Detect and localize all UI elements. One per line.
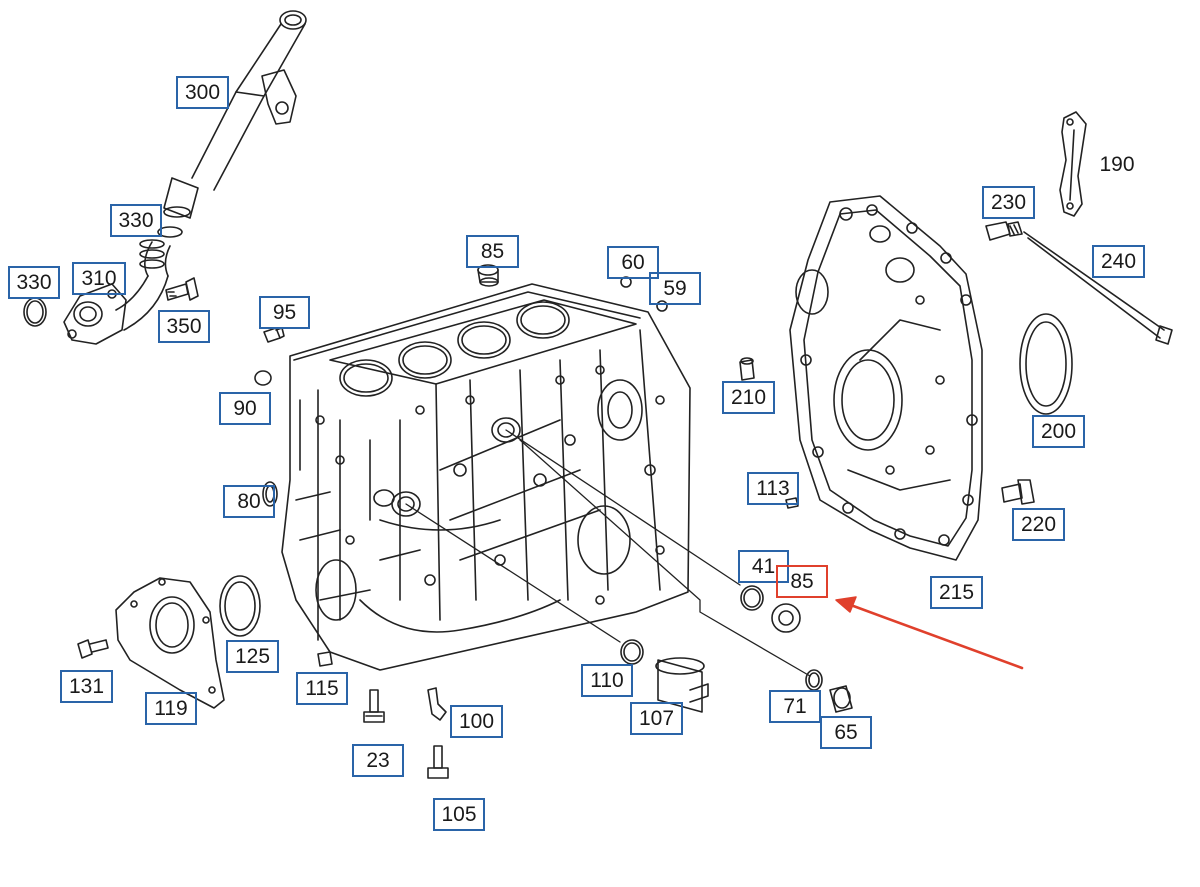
label-23[interactable]: 23 bbox=[352, 744, 404, 777]
label-310[interactable]: 310 bbox=[72, 262, 126, 295]
highlight-arrow bbox=[835, 596, 1024, 670]
label-215[interactable]: 215 bbox=[930, 576, 983, 609]
label-330-upper[interactable]: 330 bbox=[110, 204, 162, 237]
label-71[interactable]: 71 bbox=[769, 690, 821, 723]
label-330-left[interactable]: 330 bbox=[8, 266, 60, 299]
label-220[interactable]: 220 bbox=[1012, 508, 1065, 541]
label-110[interactable]: 110 bbox=[581, 664, 633, 697]
label-95[interactable]: 95 bbox=[259, 296, 310, 329]
label-59[interactable]: 59 bbox=[649, 272, 701, 305]
label-125[interactable]: 125 bbox=[226, 640, 279, 673]
label-200[interactable]: 200 bbox=[1032, 415, 1085, 448]
label-60[interactable]: 60 bbox=[607, 246, 659, 279]
label-107[interactable]: 107 bbox=[630, 702, 683, 735]
small-parts bbox=[254, 264, 853, 779]
label-119[interactable]: 119 bbox=[145, 692, 197, 725]
label-210[interactable]: 210 bbox=[722, 381, 775, 414]
label-131[interactable]: 131 bbox=[60, 670, 113, 703]
label-85-highlighted[interactable]: 85 bbox=[776, 565, 828, 598]
engine-block bbox=[281, 283, 691, 671]
label-100[interactable]: 100 bbox=[450, 705, 503, 738]
timing-case bbox=[789, 195, 983, 561]
lower-left-parts bbox=[77, 575, 261, 709]
label-190[interactable]: 190 bbox=[1099, 153, 1135, 176]
label-65[interactable]: 65 bbox=[820, 716, 872, 749]
label-300[interactable]: 300 bbox=[176, 76, 229, 109]
pipe-assembly bbox=[23, 10, 307, 345]
label-85-top[interactable]: 85 bbox=[466, 235, 519, 268]
right-side-parts bbox=[985, 111, 1173, 505]
label-240[interactable]: 240 bbox=[1092, 245, 1145, 278]
label-105[interactable]: 105 bbox=[433, 798, 485, 831]
label-230[interactable]: 230 bbox=[982, 186, 1035, 219]
label-350[interactable]: 350 bbox=[158, 310, 210, 343]
label-90[interactable]: 90 bbox=[219, 392, 271, 425]
label-115[interactable]: 115 bbox=[296, 672, 348, 705]
label-113[interactable]: 113 bbox=[747, 472, 799, 505]
leader-lines bbox=[405, 429, 811, 677]
label-80[interactable]: 80 bbox=[223, 485, 275, 518]
